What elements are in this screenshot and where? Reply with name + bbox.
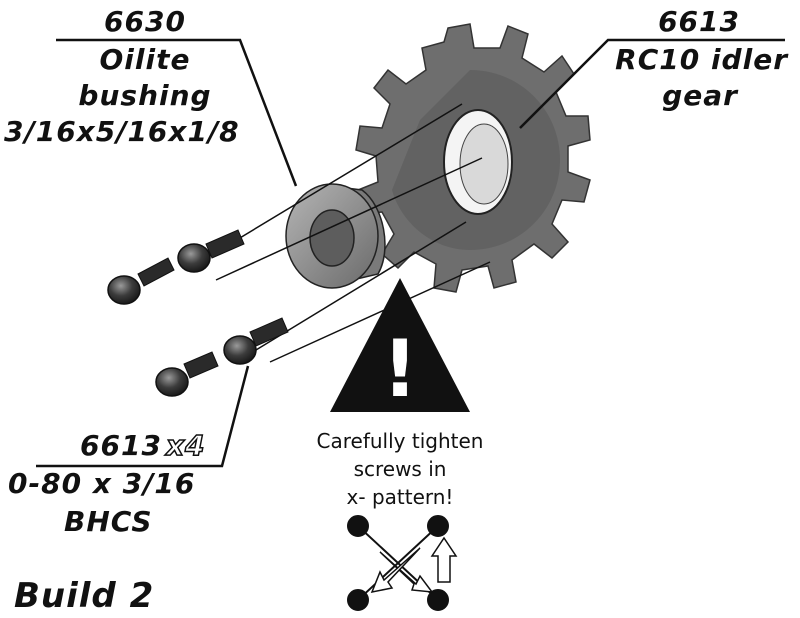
screws-size: 0-80 x 3/16 [8, 467, 196, 500]
bushing-size: 3/16x5/16x1/8 [4, 115, 240, 148]
bolt-bottom-right [427, 589, 449, 611]
gear-name-line2: gear [662, 79, 738, 112]
arrow-down-right-icon [370, 547, 421, 594]
leader-lines [36, 38, 785, 468]
bushing-name-line2: bushing [78, 79, 212, 112]
screws-type: BHCS [64, 505, 153, 538]
arrow-up-icon [430, 536, 458, 583]
x-pattern-diagram [347, 515, 449, 611]
idler-gear [355, 23, 591, 293]
screws-leader [36, 365, 250, 468]
bolt-top-left [347, 515, 369, 537]
gear-name-line1: RC10 idler [615, 43, 788, 76]
bolt-top-right [427, 515, 449, 537]
assembly-axis-lines [199, 103, 491, 363]
warning-line1: Carefully tighten [316, 429, 484, 453]
screw-lower-right [223, 317, 289, 365]
screw-lower-left [155, 351, 219, 397]
warning-icon: ! [330, 278, 470, 415]
gear-bore-inner [459, 123, 509, 205]
arrow-down-left-icon [379, 551, 434, 593]
screws-part-number: 6613 [80, 429, 162, 462]
screw-upper-left [107, 257, 175, 305]
bushing-leader [56, 38, 298, 187]
build-step-label: Build 2 [14, 576, 155, 616]
bolt-bottom-left [347, 589, 369, 611]
bushing-part-number: 6630 [104, 5, 186, 38]
warning-symbol: ! [382, 325, 418, 415]
bushing-hole [309, 209, 355, 267]
gear-leader [519, 38, 785, 129]
warning-line3: x- pattern! [346, 485, 454, 509]
x-pattern-arrows [370, 536, 458, 594]
screws-quantity: x4 [165, 428, 206, 463]
oilite-bushing [285, 183, 386, 289]
screw-upper-right [177, 229, 245, 273]
bushing-name-line1: Oilite [99, 43, 191, 76]
gear-part-number: 6613 [658, 5, 740, 38]
warning-line2: screws in [353, 457, 447, 481]
